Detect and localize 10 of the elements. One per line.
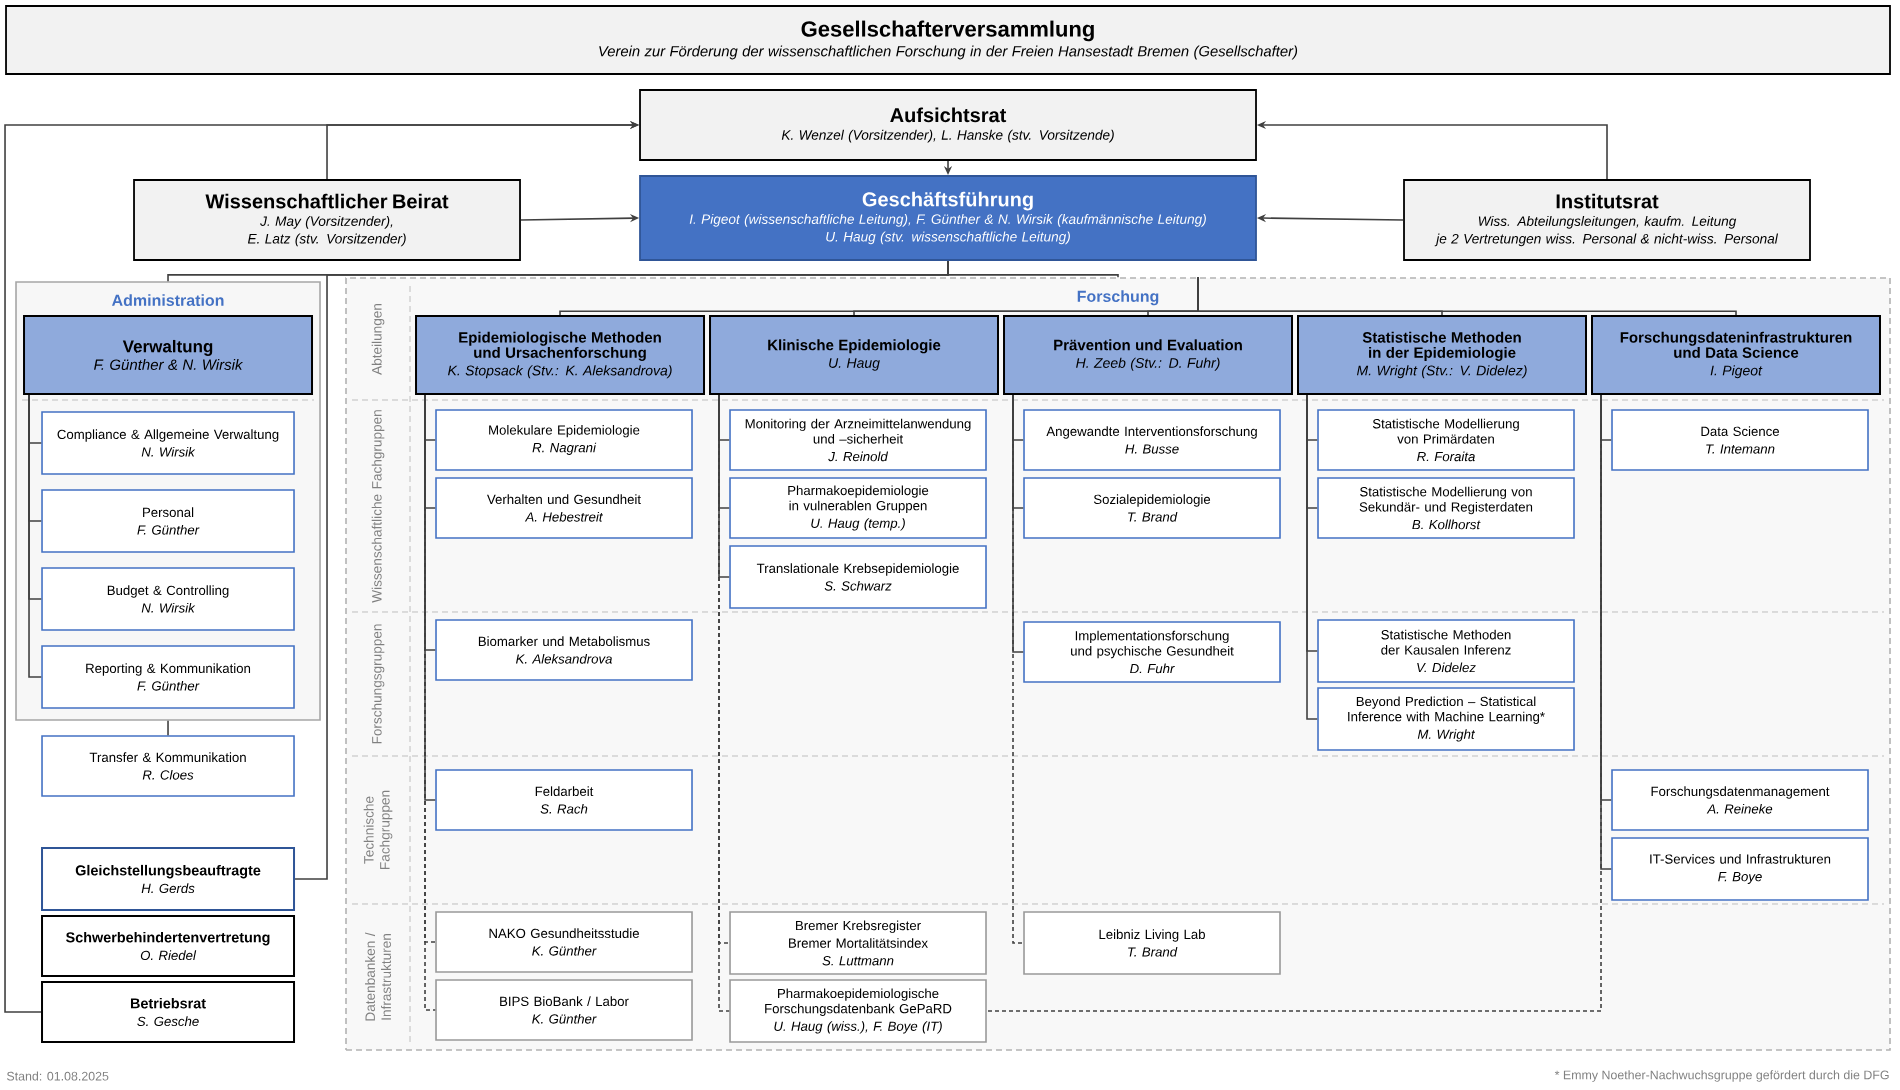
connector-line [1012, 394, 1024, 653]
connector-line [167, 720, 169, 736]
connector-line [294, 260, 949, 880]
connector-line [1012, 394, 1024, 944]
connector-line [718, 394, 730, 578]
connector-line [1197, 276, 1737, 316]
connector-line [28, 394, 42, 678]
connector-line [986, 394, 1602, 1012]
connector-line [424, 394, 437, 801]
connector-line [1306, 394, 1318, 720]
